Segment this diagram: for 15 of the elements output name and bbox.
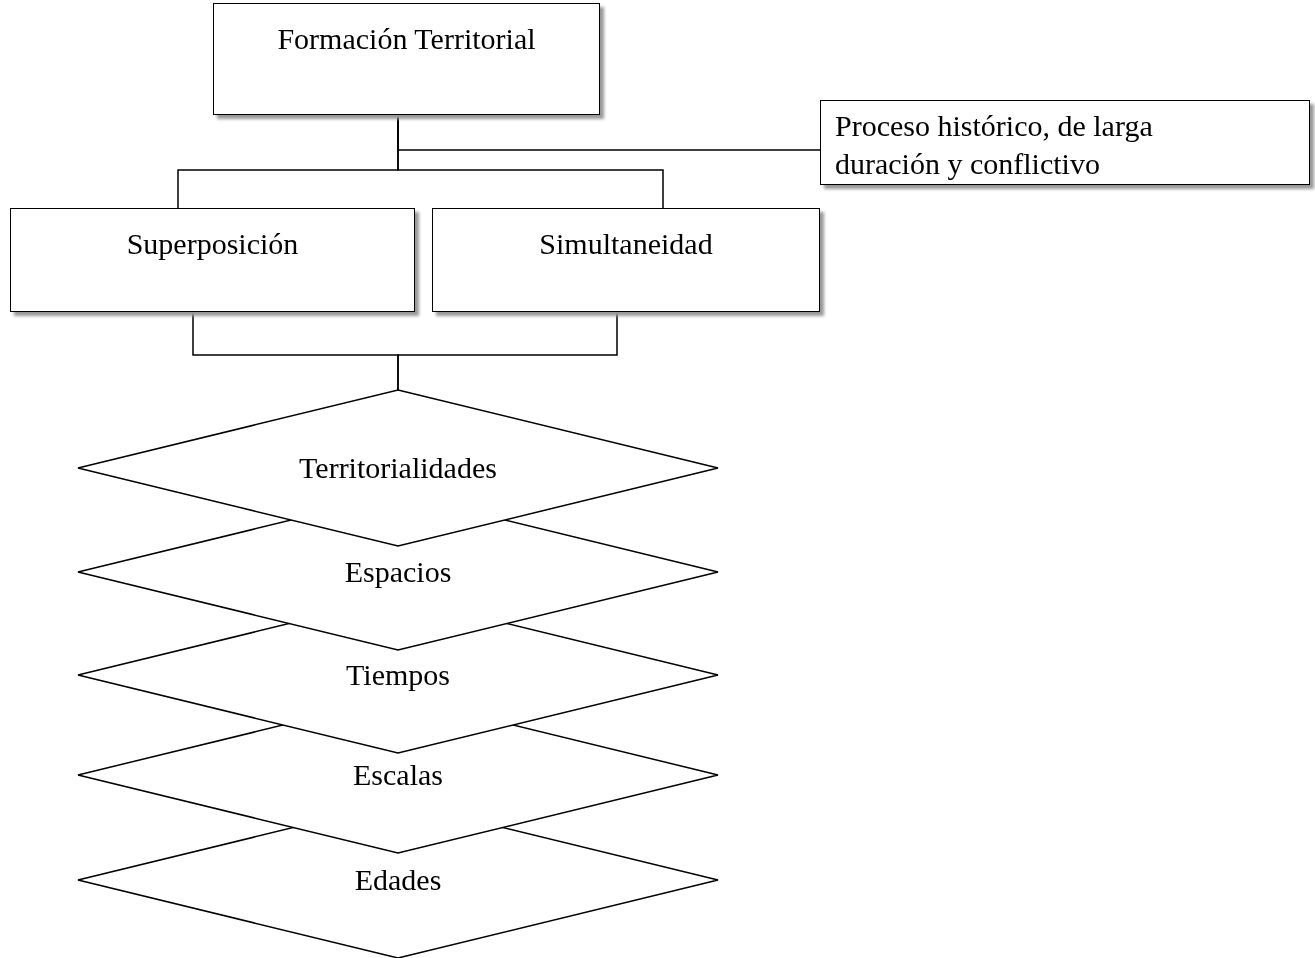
connector-line (397, 311, 618, 391)
node-label: Edades (354, 863, 442, 897)
node-label: Espacios (344, 555, 452, 589)
node-label: Territorialidades (299, 451, 497, 485)
node-label: Escalas (353, 758, 443, 792)
text-box (213, 3, 600, 115)
text-box (432, 208, 820, 312)
node-label: Proceso histórico, de larga duración y conflictivo (835, 109, 1153, 180)
connector-line (397, 114, 821, 151)
text-box (10, 208, 415, 312)
node-label: Tiempos (346, 658, 450, 692)
node-label: Formación Territorial (277, 22, 536, 55)
text-box (820, 100, 1310, 185)
node-label: Superposición (126, 227, 299, 260)
node-label: Simultaneidad (539, 227, 713, 260)
